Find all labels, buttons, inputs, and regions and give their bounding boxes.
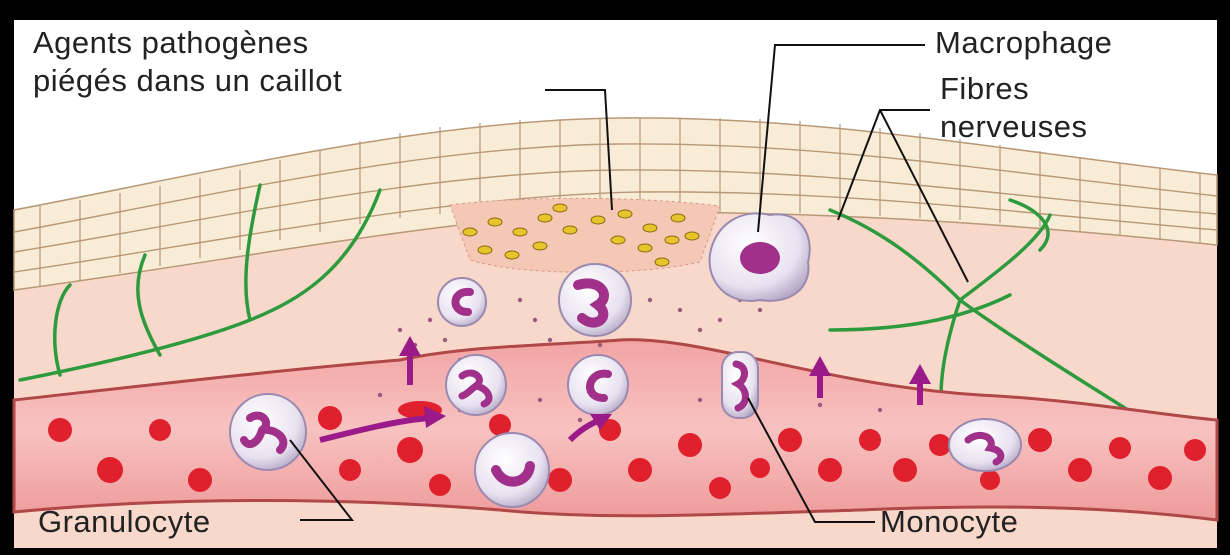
vessel-granulocyte-center bbox=[446, 355, 506, 415]
granulocyte-cell bbox=[230, 394, 306, 470]
vessel-cell-bottom bbox=[475, 433, 549, 507]
macrophage-cell bbox=[710, 213, 810, 301]
granulocyte-label: Granulocyte bbox=[38, 503, 211, 541]
pathogens-label-line1: Agents pathogènes bbox=[33, 24, 342, 62]
pathogens-label-line2: piégés dans un caillot bbox=[33, 62, 342, 100]
nerve-fibers-label-line1: Fibres bbox=[940, 70, 1088, 108]
clot-area bbox=[450, 198, 720, 272]
nerve-fibers-label: Fibres nerveuses bbox=[940, 70, 1088, 146]
migrating-cell-left bbox=[438, 278, 486, 326]
pathogens-label: Agents pathogènes piégés dans un caillot bbox=[33, 24, 342, 100]
monocyte-label: Monocyte bbox=[880, 503, 1018, 541]
nerve-fibers-label-line2: nerveuses bbox=[940, 108, 1088, 146]
tissue-neutrophil bbox=[559, 264, 631, 336]
vessel-cell-right bbox=[568, 355, 628, 415]
vessel-cell-far-right bbox=[949, 419, 1021, 471]
macrophage-label: Macrophage bbox=[935, 24, 1112, 62]
